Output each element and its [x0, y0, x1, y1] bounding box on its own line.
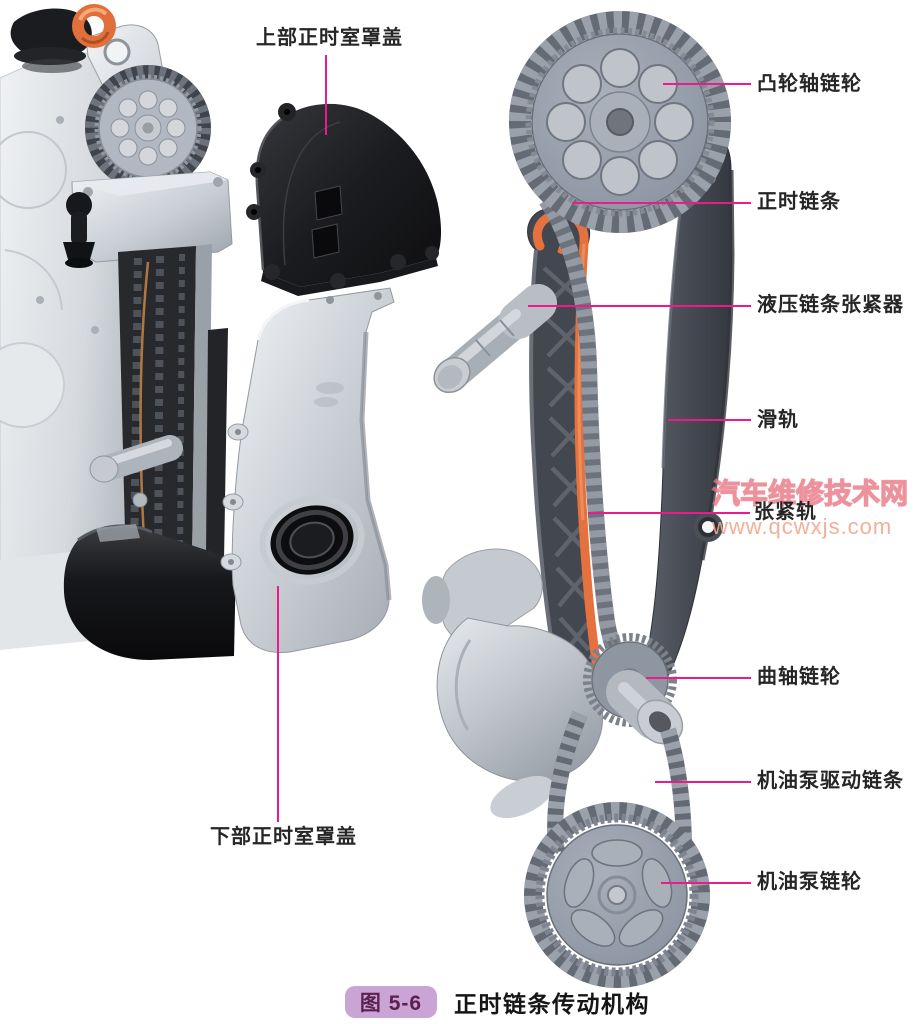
engine-oil-pan: [63, 524, 236, 660]
engine-valve-cover-end: [10, 8, 92, 73]
label-hydraulic-chain-tensioner: 液压链条张紧器: [757, 294, 904, 316]
timing-mechanism-illustration: [422, 11, 735, 988]
oil-pump-sprocket-illustration: [535, 813, 699, 977]
leader-lines: [277, 55, 751, 884]
engine-assembly-illustration: [0, 4, 236, 660]
crankshaft-illustration: [422, 548, 684, 783]
camshaft-sprocket-illustration: [509, 11, 731, 233]
label-camshaft-sprocket: 凸轮轴链轮: [757, 73, 862, 95]
hydraulic-tensioner-illustration: [433, 284, 557, 394]
engine-mounted-tensioner: [89, 435, 183, 508]
oil-pump-chain-illustration: [490, 710, 710, 988]
upper-timing-cover-illustration: [246, 103, 442, 296]
engine-lifting-eye: [72, 4, 116, 48]
label-oil-pump-sprocket: 机油泵链轮: [757, 871, 862, 893]
engine-cam-sprocket: [85, 65, 211, 191]
cover-seal-opening: [259, 495, 365, 585]
label-lower-timing-cover: 下部正时室罩盖: [210, 826, 357, 848]
label-slide-rail: 滑轨: [757, 409, 799, 431]
label-upper-timing-cover: 上部正时室罩盖: [256, 27, 403, 49]
label-oil-pump-drive-chain: 机油泵驱动链条: [757, 770, 904, 792]
label-crankshaft-sprocket: 曲轴链轮: [757, 666, 841, 688]
label-timing-chain: 正时链条: [757, 191, 841, 213]
figure-caption: 图 5-6 正时链条传动机构: [345, 985, 650, 1019]
engine-black-plug: [63, 192, 95, 268]
engine-chain-channel: [118, 244, 228, 572]
figure-number-badge: 图 5-6: [345, 986, 437, 1018]
slide-rail-illustration: [640, 135, 735, 694]
figure-caption-title: 正时链条传动机构: [454, 991, 650, 1017]
lower-timing-cover-illustration: [220, 287, 395, 653]
label-tensioning-rail: 张紧轨: [754, 501, 817, 523]
